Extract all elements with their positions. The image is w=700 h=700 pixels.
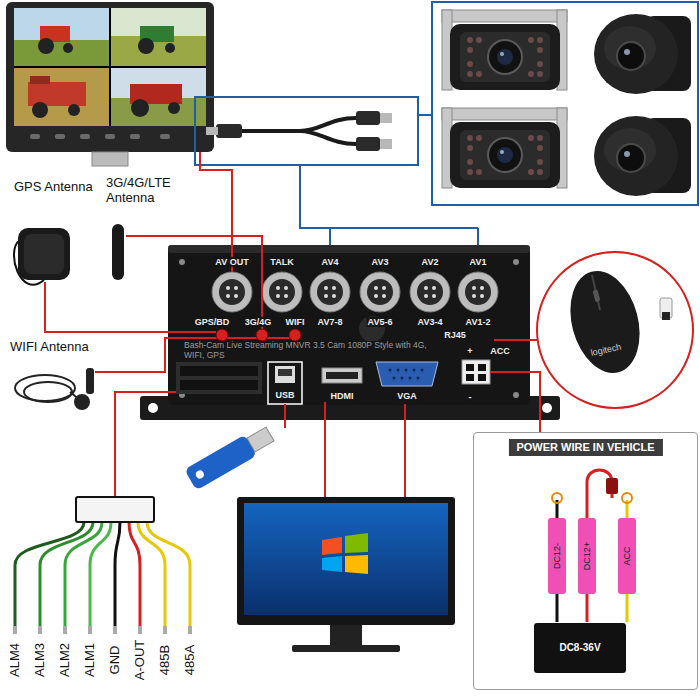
port-label: AV OUT <box>214 257 249 267</box>
port-label: USB <box>274 390 295 400</box>
port-label: WIFI <box>285 317 306 327</box>
part-label: 3G/4G/LTE Antenna <box>106 176 186 206</box>
pin-label: A-OUT <box>133 640 148 680</box>
port-label: AV3-4 <box>417 317 444 327</box>
pin-label: ALM1 <box>83 643 98 677</box>
port-label: AV4 <box>321 257 340 267</box>
pin-label: GND <box>108 646 123 675</box>
wireless-mouse <box>537 252 693 408</box>
port-label: AV5-6 <box>367 317 394 327</box>
port-label: 3G/4G <box>244 317 273 327</box>
port-label: AV7-8 <box>317 317 344 327</box>
signal-wires <box>45 152 540 497</box>
port-label: AV2 <box>421 257 440 267</box>
power-box: DC8-36V <box>534 623 626 673</box>
port-label: HDMI <box>330 391 355 401</box>
part-label: GPS Antenna <box>14 180 93 195</box>
port-label: RJ45 <box>443 330 467 340</box>
box-label: DC8-36V <box>559 642 600 654</box>
pin-label: ALM2 <box>58 643 73 677</box>
sma-connectors <box>216 329 301 341</box>
power-harness <box>548 470 636 622</box>
port-label: AV1 <box>469 257 488 267</box>
alarm-harness <box>13 497 192 634</box>
dvr-unit: AV OUT TALK AV4 AV3 AV2 AV1GPS/BD 3G/4G WIFI AV7… <box>168 245 530 405</box>
watermark-text: Bash-Cam Live Streaming MNVR 3.5 Cam 108… <box>183 341 435 361</box>
sleeve-label: DC12+ <box>582 541 592 571</box>
port-label: AV3 <box>371 257 390 267</box>
sleeve-label: DC12- <box>552 542 562 570</box>
panel-heading: POWER WIRE IN VEHICLE <box>508 439 662 456</box>
pin-label: ALM3 <box>33 643 48 677</box>
pin-label: 485A <box>183 645 198 675</box>
port-label: VGA <box>396 391 418 401</box>
port-label: GPS/BD <box>194 317 231 327</box>
wifi-antenna <box>15 368 94 410</box>
pin-label: ALM4 <box>8 643 23 677</box>
port-label: AV1-2 <box>465 317 492 327</box>
pin-label: 485B <box>158 645 173 675</box>
gps-antenna <box>14 228 70 285</box>
usb-stick <box>184 424 276 491</box>
camera-group <box>432 2 698 205</box>
pc-monitor <box>237 497 455 652</box>
aviation-connectors <box>212 272 498 312</box>
port-label: ACC <box>489 346 511 356</box>
sleeve-label: ACC <box>622 545 632 566</box>
port-label: + <box>466 346 473 356</box>
port-label: - <box>468 392 473 402</box>
car-monitor <box>6 2 214 166</box>
part-label: WIFI Antenna <box>10 340 89 355</box>
lte-antenna <box>112 224 124 280</box>
port-label: TALK <box>269 257 294 267</box>
